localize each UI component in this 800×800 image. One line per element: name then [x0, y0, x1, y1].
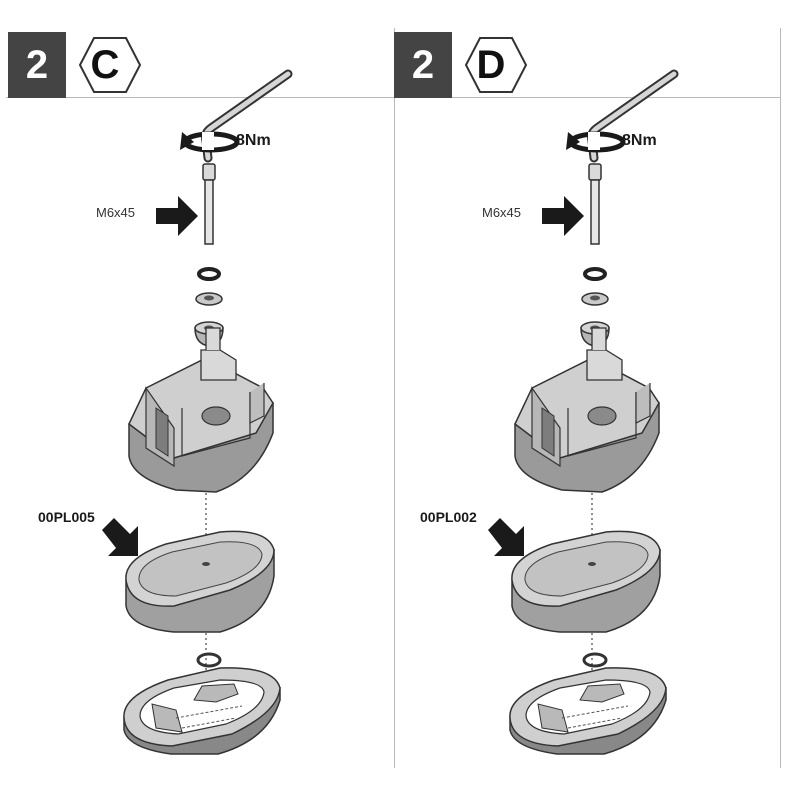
rotation-arrow-icon	[180, 131, 240, 153]
base-frame-icon	[509, 667, 667, 755]
spacer-plate-icon	[125, 530, 275, 633]
o-ring-icon	[196, 652, 222, 668]
torque-label: 8Nm	[236, 132, 271, 149]
split-washer-icon	[583, 267, 607, 281]
screw-size-label: M6x45	[96, 205, 136, 220]
assembly-panel-d: 2 D	[392, 28, 781, 768]
split-washer-icon	[197, 267, 221, 281]
header-divider	[392, 97, 780, 98]
exploded-assembly-diagram	[102, 69, 293, 755]
flat-washer-icon	[581, 292, 609, 306]
step-letter: C	[90, 43, 120, 87]
screw-icon	[588, 163, 602, 245]
header-divider	[6, 97, 394, 98]
assembly-panel-c: 2 C	[6, 28, 395, 768]
hexagon-badge	[78, 37, 142, 93]
step-number-badge: 2	[394, 32, 452, 98]
torque-label: 8Nm	[622, 132, 657, 149]
part-pointer-arrow-icon	[102, 518, 138, 556]
base-bracket-icon	[514, 327, 660, 493]
screw-icon	[202, 163, 216, 245]
base-frame-icon	[123, 667, 281, 755]
part-code-label: 00PL005	[38, 509, 95, 525]
rotation-arrow-icon	[566, 131, 626, 153]
step-number-badge: 2	[8, 32, 66, 98]
screw-size-label: M6x45	[482, 205, 522, 220]
screw-pointer-arrow-icon	[156, 196, 198, 236]
spacer-plate-icon	[511, 530, 661, 633]
base-bracket-icon	[128, 327, 274, 493]
hexagon-badge	[464, 37, 528, 93]
step-letter: D	[476, 43, 506, 87]
exploded-assembly-diagram	[488, 69, 679, 755]
part-code-label: 00PL002	[420, 509, 477, 525]
screw-pointer-arrow-icon	[542, 196, 584, 236]
part-pointer-arrow-icon	[488, 518, 524, 556]
flat-washer-icon	[195, 292, 223, 306]
o-ring-icon	[582, 652, 608, 668]
